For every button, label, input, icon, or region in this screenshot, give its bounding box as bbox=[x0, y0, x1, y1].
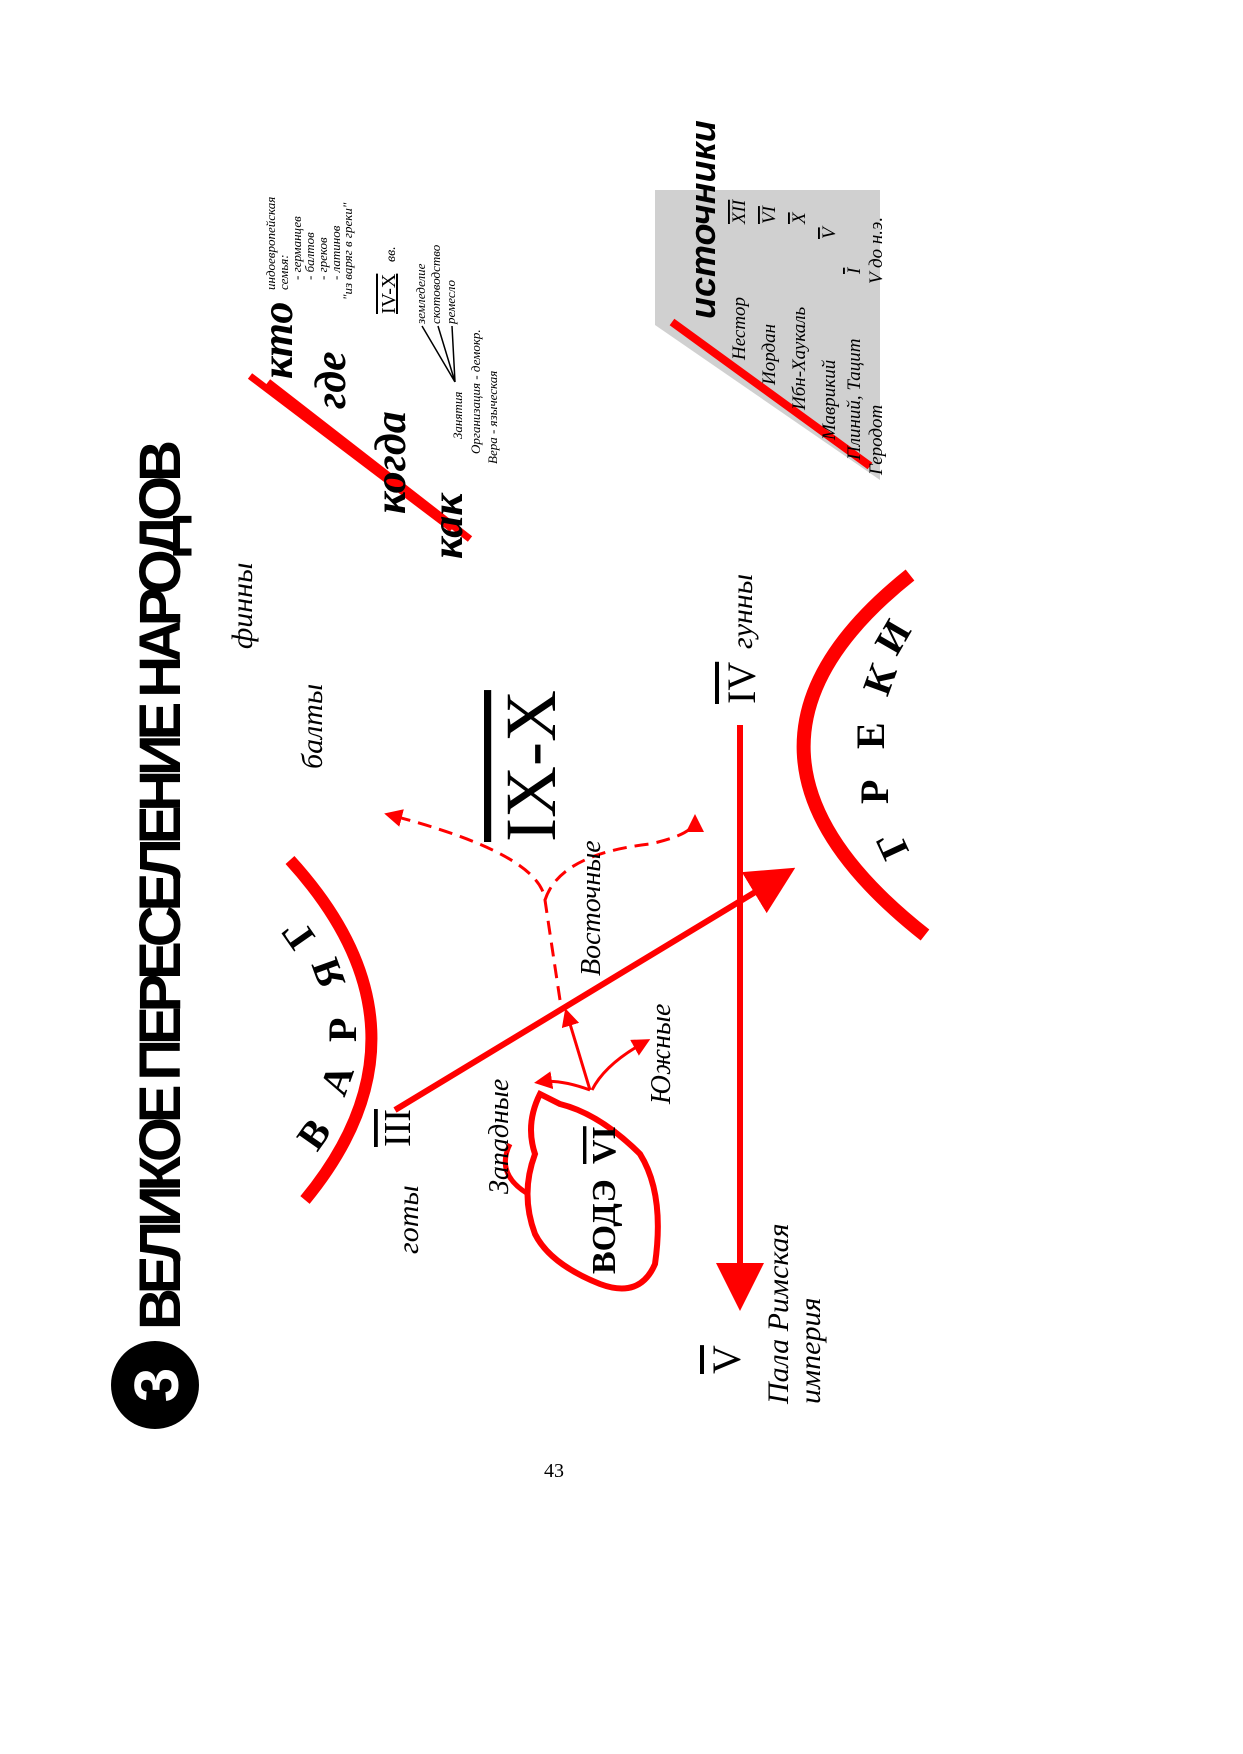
greeks-letter: Г bbox=[866, 824, 918, 866]
source-name: Иордан bbox=[759, 324, 780, 386]
sources-red-line bbox=[669, 318, 873, 470]
page-title: ВЕЛИКОЕ ПЕРЕСЕЛЕНИЕ НАРОДОВ bbox=[128, 440, 193, 1330]
source-century: XII bbox=[729, 198, 750, 225]
vase-century: VI bbox=[586, 1126, 623, 1164]
label-finns: финны bbox=[226, 563, 259, 649]
varangians-letter: Я bbox=[302, 952, 354, 995]
greeks-letter: Р bbox=[852, 780, 897, 804]
occupation-item: земледелие bbox=[413, 263, 428, 325]
source-name: Маврикий bbox=[819, 359, 840, 441]
vase-label: ВОДЭ bbox=[586, 1179, 623, 1274]
occupations-branches bbox=[421, 325, 456, 383]
occupations-label: Занятия bbox=[450, 392, 465, 439]
greeks-arc bbox=[796, 569, 930, 941]
vase-arrow-west bbox=[534, 1071, 591, 1092]
label-huns: гунны bbox=[726, 574, 759, 649]
source-name: Нестор bbox=[729, 297, 750, 361]
source-century: V bbox=[819, 225, 840, 239]
vase-arrow-south bbox=[590, 1039, 651, 1091]
when-suffix: вв. bbox=[384, 246, 399, 262]
varangians-letter: Р bbox=[320, 1018, 365, 1042]
source-name: Плиний, Тацит bbox=[844, 338, 865, 461]
goths-migration-arrow bbox=[393, 867, 796, 1113]
source-century: I bbox=[844, 266, 865, 275]
source-name: Ибн-Хаукаль bbox=[789, 306, 810, 411]
who-answer-line: - германцев bbox=[289, 216, 304, 280]
east-branch-dashed-arrow bbox=[384, 809, 562, 1001]
greeks-letter: К bbox=[854, 658, 906, 701]
section-number-badge bbox=[111, 1341, 199, 1429]
vase-arrow-east bbox=[561, 1008, 592, 1091]
question-how: как bbox=[423, 492, 472, 559]
east-period: IX-X bbox=[491, 690, 571, 842]
who-answer-line: - балтов bbox=[302, 232, 317, 280]
label-east: Восточные bbox=[576, 840, 607, 976]
when-answer: IV-X bbox=[378, 273, 400, 314]
question-who: кто bbox=[253, 302, 302, 379]
who-answer-line: - греков bbox=[315, 237, 330, 280]
organization-text: Организация - демокр. bbox=[468, 329, 483, 454]
question-where: где bbox=[306, 351, 355, 409]
religion-text: Вера - языческая bbox=[485, 371, 500, 464]
red-double-line bbox=[247, 373, 455, 532]
question-when: когда bbox=[366, 411, 415, 514]
source-century: VI bbox=[759, 204, 780, 224]
greeks-letter: И bbox=[865, 612, 920, 661]
label-west: Западные bbox=[484, 1079, 515, 1194]
occupation-item: скотоводство bbox=[428, 244, 443, 324]
vase-handle bbox=[502, 1142, 530, 1197]
who-answer-line: "из варяг в греки" bbox=[340, 202, 355, 300]
page-number: 43 bbox=[544, 1460, 564, 1482]
vase-icon bbox=[524, 1089, 661, 1292]
label-south: Южные bbox=[646, 1004, 677, 1105]
source-name: Геродот bbox=[866, 405, 887, 476]
varangians-letter: Г bbox=[272, 911, 323, 958]
sources-panel bbox=[655, 190, 880, 480]
label-balts: балты bbox=[296, 684, 329, 769]
east-branch-dashed-arrow bbox=[543, 814, 704, 901]
huns-century: IV bbox=[719, 662, 764, 704]
varangians-letter: А bbox=[311, 1058, 363, 1101]
source-century: V до н.э. bbox=[866, 217, 887, 284]
red-double-line bbox=[265, 379, 473, 542]
source-century: X bbox=[789, 211, 810, 225]
rome-line1: Пала Римская bbox=[762, 1223, 795, 1405]
who-answer-line: семья: bbox=[276, 254, 291, 290]
greeks-letter: Е bbox=[848, 722, 893, 749]
rome-line2: империя bbox=[794, 1298, 827, 1404]
section-number: 3 bbox=[123, 1368, 192, 1402]
greeks-letters: Г Р Е К И bbox=[848, 612, 920, 866]
varangians-letter: В bbox=[288, 1110, 340, 1158]
who-answer-line: индоевропейская bbox=[263, 197, 278, 290]
label-goths: готы bbox=[392, 1185, 425, 1254]
rome-century: V bbox=[704, 1345, 749, 1374]
sources-title: источники bbox=[682, 120, 723, 319]
occupation-item: ремесло bbox=[443, 280, 458, 325]
who-answer-line: - латинов bbox=[328, 225, 343, 280]
goths-century: III bbox=[377, 1109, 419, 1147]
varangians-arc bbox=[285, 855, 378, 1204]
